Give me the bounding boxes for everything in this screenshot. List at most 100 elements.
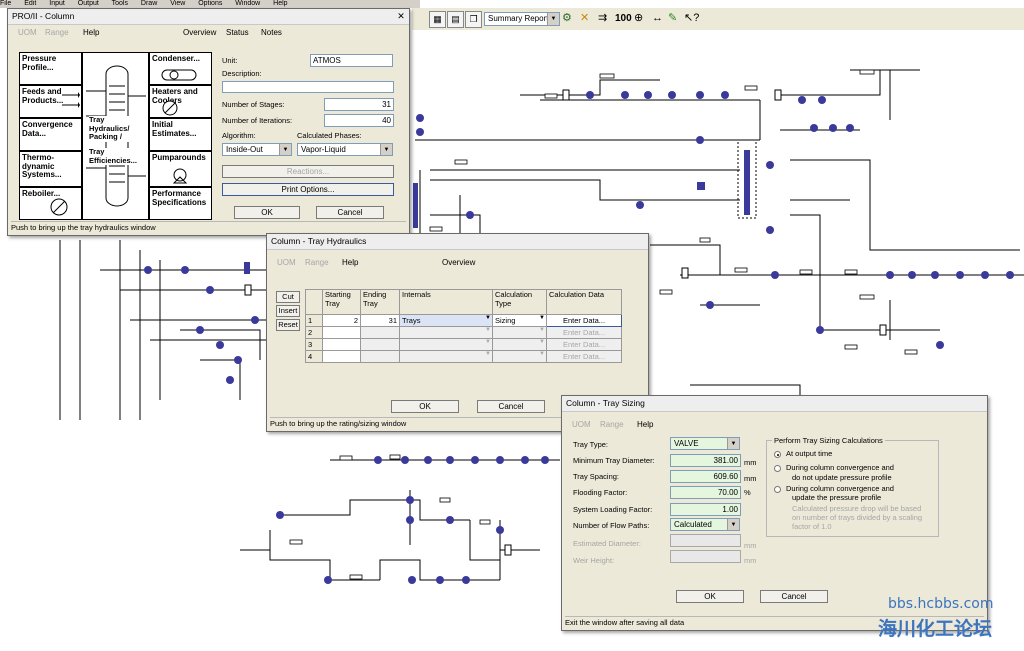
- menu-uom[interactable]: UOM: [277, 258, 296, 267]
- menu-file[interactable]: File: [0, 0, 12, 7]
- condenser-button[interactable]: Condenser...: [149, 52, 212, 85]
- menu-range[interactable]: Range: [305, 258, 329, 267]
- stream-labels: [289, 69, 918, 580]
- copy-icon[interactable]: ❐: [465, 11, 482, 28]
- close-icon[interactable]: ✕: [397, 11, 405, 21]
- menu-uom[interactable]: UOM: [572, 420, 591, 429]
- initial-estimates-button[interactable]: Initial Estimates...: [149, 118, 212, 151]
- heaters-coolers-button[interactable]: Heaters and Coolers: [149, 85, 212, 118]
- main-menubar: File Edit Input Output Tools Draw View O…: [0, 0, 420, 8]
- radio-update[interactable]: [774, 486, 781, 493]
- step-icon[interactable]: ⇉: [598, 12, 608, 24]
- algorithm-select[interactable]: Inside-Out ▼: [222, 143, 292, 156]
- menu-options[interactable]: Options: [198, 0, 223, 7]
- convergence-data-button[interactable]: Convergence Data...: [19, 118, 82, 151]
- menu-overview[interactable]: Overview: [183, 28, 217, 37]
- report-select[interactable]: Summary Report ▼: [484, 12, 560, 26]
- menu-edit[interactable]: Edit: [24, 0, 37, 7]
- table-row: 1 2 31 Trays▼ Sizing▼ Enter Data...: [305, 314, 622, 327]
- radio-at-output[interactable]: [774, 451, 781, 458]
- radio-no-update[interactable]: [774, 465, 781, 472]
- pressure-profile-button[interactable]: Pressure Profile...: [19, 52, 82, 85]
- tray-spacing-label: Tray Spacing:: [573, 472, 619, 481]
- enter-data-button[interactable]: Enter Data...: [546, 314, 622, 327]
- chevron-down-icon: ▼: [727, 438, 739, 449]
- ok-button[interactable]: OK: [391, 400, 459, 413]
- tray-spacing-input[interactable]: 609.60: [670, 470, 741, 483]
- tray-hydraulics-button[interactable]: Tray Hydraulics/ Packing / Tray Efficien…: [82, 52, 149, 220]
- unit-label: mm: [744, 458, 757, 467]
- feeds-arrows-icon: [62, 92, 80, 108]
- print-options-button[interactable]: Print Options...: [222, 183, 394, 196]
- col-header-calc-data: Calculation Data: [546, 289, 622, 315]
- column-window: PRO/II - Column ✕ UOM Range Help Overvie…: [7, 8, 410, 236]
- run-icon[interactable]: ⚙: [562, 12, 572, 24]
- est-diameter-input: [670, 534, 741, 547]
- menu-help[interactable]: Help: [342, 258, 359, 267]
- menu-tools[interactable]: Tools: [111, 0, 128, 7]
- insert-button[interactable]: Insert: [276, 305, 300, 317]
- menu-help[interactable]: Help: [83, 28, 100, 37]
- menu-output[interactable]: Output: [77, 0, 99, 7]
- internals-select[interactable]: Trays▼: [399, 314, 493, 327]
- phases-select[interactable]: Vapor-Liquid ▼: [297, 143, 393, 156]
- ok-button[interactable]: OK: [676, 590, 744, 603]
- cut-button[interactable]: Cut: [276, 291, 300, 303]
- tray-type-select[interactable]: VALVE ▼: [670, 437, 740, 450]
- cancel-button[interactable]: Cancel: [477, 400, 545, 413]
- status-bar: Exit the window after saving all data: [565, 616, 984, 628]
- menu-draw[interactable]: Draw: [140, 0, 158, 7]
- zoom-fit-icon[interactable]: ↔: [652, 12, 663, 24]
- thermo-systems-button[interactable]: Thermo-dynamic Systems...: [19, 151, 82, 187]
- menu-overview[interactable]: Overview: [442, 258, 476, 267]
- flooding-factor-input[interactable]: 70.00: [670, 486, 741, 499]
- tray-hydraulics-window: Column - Tray Hydraulics UOM Range Help …: [266, 233, 649, 432]
- hydraulics-window-menu: UOM Range Help Overview: [267, 256, 647, 269]
- cancel-button[interactable]: Cancel: [760, 590, 828, 603]
- iterations-input[interactable]: 40: [324, 114, 394, 127]
- stop-icon[interactable]: ✕: [580, 12, 590, 24]
- zoom-in-icon[interactable]: ⊕: [634, 12, 644, 24]
- menu-uom[interactable]: UOM: [18, 28, 37, 37]
- chevron-down-icon: ▼: [539, 315, 545, 321]
- menu-view[interactable]: View: [170, 0, 186, 7]
- chevron-down-icon: ▼: [485, 339, 491, 345]
- start-tray-cell[interactable]: 2: [322, 314, 361, 327]
- menu-help[interactable]: Help: [273, 0, 288, 7]
- calc-type-select[interactable]: Sizing▼: [492, 314, 547, 327]
- description-label: Description:: [222, 69, 262, 78]
- description-input[interactable]: [222, 81, 394, 93]
- chevron-down-icon: ▼: [279, 144, 291, 155]
- column-window-title: PRO/II - Column ✕: [8, 9, 409, 25]
- menu-input[interactable]: Input: [49, 0, 65, 7]
- help-cursor-icon[interactable]: ↖?: [684, 12, 700, 24]
- zoom-level[interactable]: 100: [615, 13, 632, 24]
- stages-input[interactable]: 31: [324, 98, 394, 111]
- menu-notes[interactable]: Notes: [261, 28, 282, 37]
- reset-button[interactable]: Reset: [276, 319, 300, 331]
- status-bar: Push to bring up the tray hydraulics win…: [11, 221, 406, 233]
- reboiler-button[interactable]: Reboiler...: [19, 187, 82, 220]
- table-icon[interactable]: ▤: [447, 11, 464, 28]
- status-bar: Push to bring up the rating/sizing windo…: [270, 417, 645, 429]
- ok-button[interactable]: OK: [234, 206, 300, 219]
- unit-input[interactable]: ATMOS: [310, 54, 393, 67]
- pumparounds-button[interactable]: Pumparounds: [149, 151, 212, 187]
- menu-status[interactable]: Status: [226, 28, 249, 37]
- menu-window[interactable]: Window: [235, 0, 261, 7]
- tray-sizing-window: Column - Tray Sizing UOM Range Help Tray…: [561, 395, 988, 631]
- menu-range[interactable]: Range: [45, 28, 69, 37]
- reactions-button[interactable]: Reactions...: [222, 165, 394, 178]
- grid-icon[interactable]: ▦: [429, 11, 446, 28]
- min-diameter-input[interactable]: 381.00: [670, 454, 741, 467]
- cancel-button[interactable]: Cancel: [316, 206, 384, 219]
- menu-range[interactable]: Range: [600, 420, 624, 429]
- end-tray-cell[interactable]: 31: [360, 314, 400, 327]
- pencil-icon[interactable]: ✎: [668, 12, 678, 24]
- performance-specs-button[interactable]: Performance Specifications: [149, 187, 212, 220]
- flow-paths-select[interactable]: Calculated ▼: [670, 518, 740, 531]
- menu-help[interactable]: Help: [637, 420, 654, 429]
- feeds-products-button[interactable]: Feeds and Products...: [19, 85, 82, 118]
- loading-factor-input[interactable]: 1.00: [670, 503, 741, 516]
